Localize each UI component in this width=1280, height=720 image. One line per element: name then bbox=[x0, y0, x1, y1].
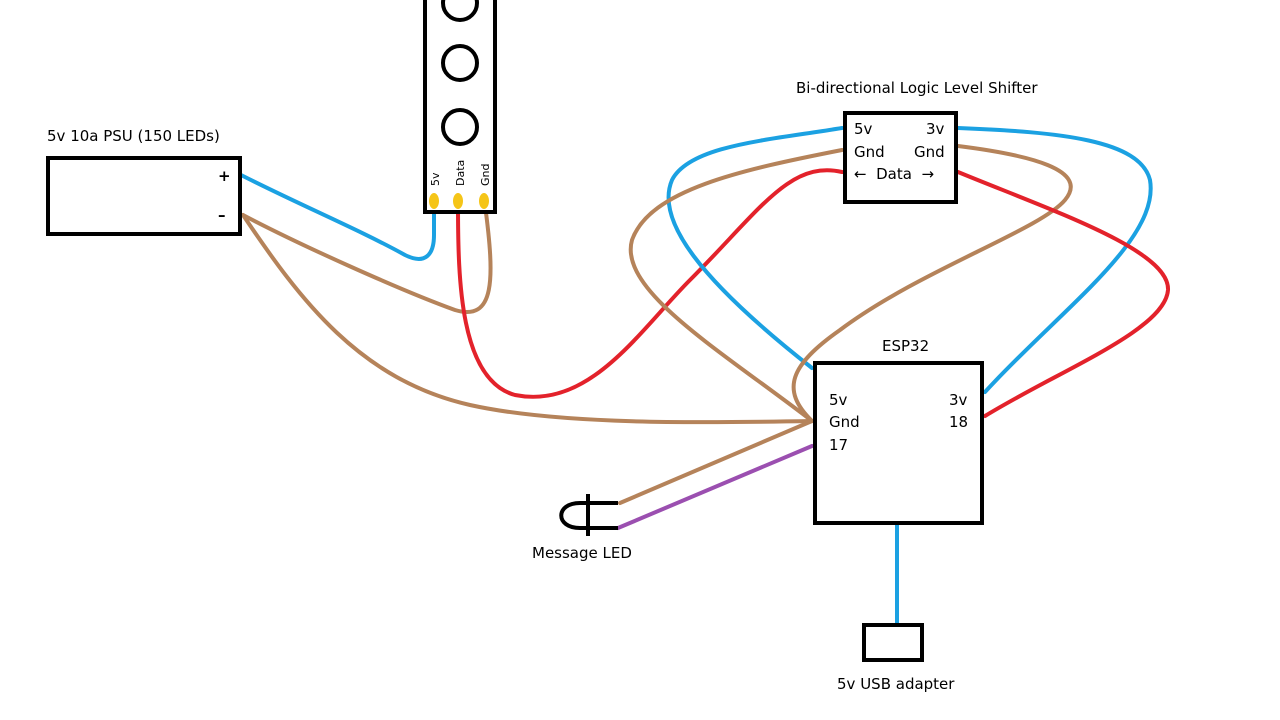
wire-psu-plus-to-strip-5v bbox=[239, 173, 436, 261]
wire-shifter-gnd-to-esp-gnd bbox=[628, 148, 844, 423]
strip-pin-gnd-label: Gnd bbox=[479, 164, 492, 186]
message-led-label: Message LED bbox=[532, 544, 632, 562]
esp32-pin-gnd: Gnd bbox=[829, 413, 860, 431]
psu-box bbox=[46, 156, 242, 236]
shifter-label: Bi-directional Logic Level Shifter bbox=[796, 79, 1038, 97]
wire-shifter-3v-to-esp-3v bbox=[956, 126, 1153, 394]
esp32-box bbox=[813, 361, 984, 525]
led-icon bbox=[559, 494, 618, 536]
psu-plus-terminal: + bbox=[218, 167, 231, 185]
esp32-label: ESP32 bbox=[882, 337, 929, 355]
shifter-pin-gnd-right: Gnd bbox=[914, 143, 945, 161]
led-pixel-icon bbox=[441, 0, 479, 22]
wire-psu-minus-to-esp-gnd bbox=[241, 213, 814, 425]
esp32-pin-3v: 3v bbox=[949, 391, 968, 409]
esp32-pin-5v: 5v bbox=[829, 391, 848, 409]
wire-shifter-5v-to-esp-5v bbox=[666, 126, 844, 370]
strip-pad-gnd bbox=[479, 193, 489, 209]
led-strip-body bbox=[423, 0, 497, 214]
psu-minus-terminal: – bbox=[218, 206, 226, 224]
strip-pad-5v bbox=[429, 193, 439, 209]
shifter-pin-gnd-left: Gnd bbox=[854, 143, 885, 161]
strip-pin-5v-label: 5v bbox=[429, 172, 442, 186]
usb-adapter-box bbox=[862, 623, 924, 662]
psu-label: 5v 10a PSU (150 LEDs) bbox=[47, 127, 220, 145]
wire-esp-gnd-to-led bbox=[618, 419, 814, 505]
shifter-pin-3v: 3v bbox=[926, 120, 945, 138]
strip-pin-data-label: Data bbox=[454, 160, 467, 186]
wire-shifter-right-gnd-to-esp-gnd bbox=[791, 144, 1073, 423]
shifter-pin-5v: 5v bbox=[854, 120, 873, 138]
led-strip: 5v Data Gnd bbox=[423, 0, 497, 214]
wire-psu-minus-to-strip-gnd bbox=[241, 203, 493, 314]
strip-pad-data bbox=[453, 193, 463, 209]
usb-adapter-label: 5v USB adapter bbox=[837, 675, 955, 693]
shifter-box bbox=[843, 111, 958, 204]
esp32-pin-17: 17 bbox=[829, 436, 848, 454]
esp32-pin-18: 18 bbox=[949, 413, 968, 431]
wire-esp-17-to-led bbox=[616, 444, 814, 530]
led-pixel-icon bbox=[441, 108, 479, 146]
wire-shifter-data-to-esp-18 bbox=[956, 170, 1171, 418]
wire-strip-data-to-shifter-data bbox=[456, 168, 844, 399]
led-pixel-icon bbox=[441, 44, 479, 82]
shifter-pin-data: ← Data → bbox=[854, 165, 934, 183]
